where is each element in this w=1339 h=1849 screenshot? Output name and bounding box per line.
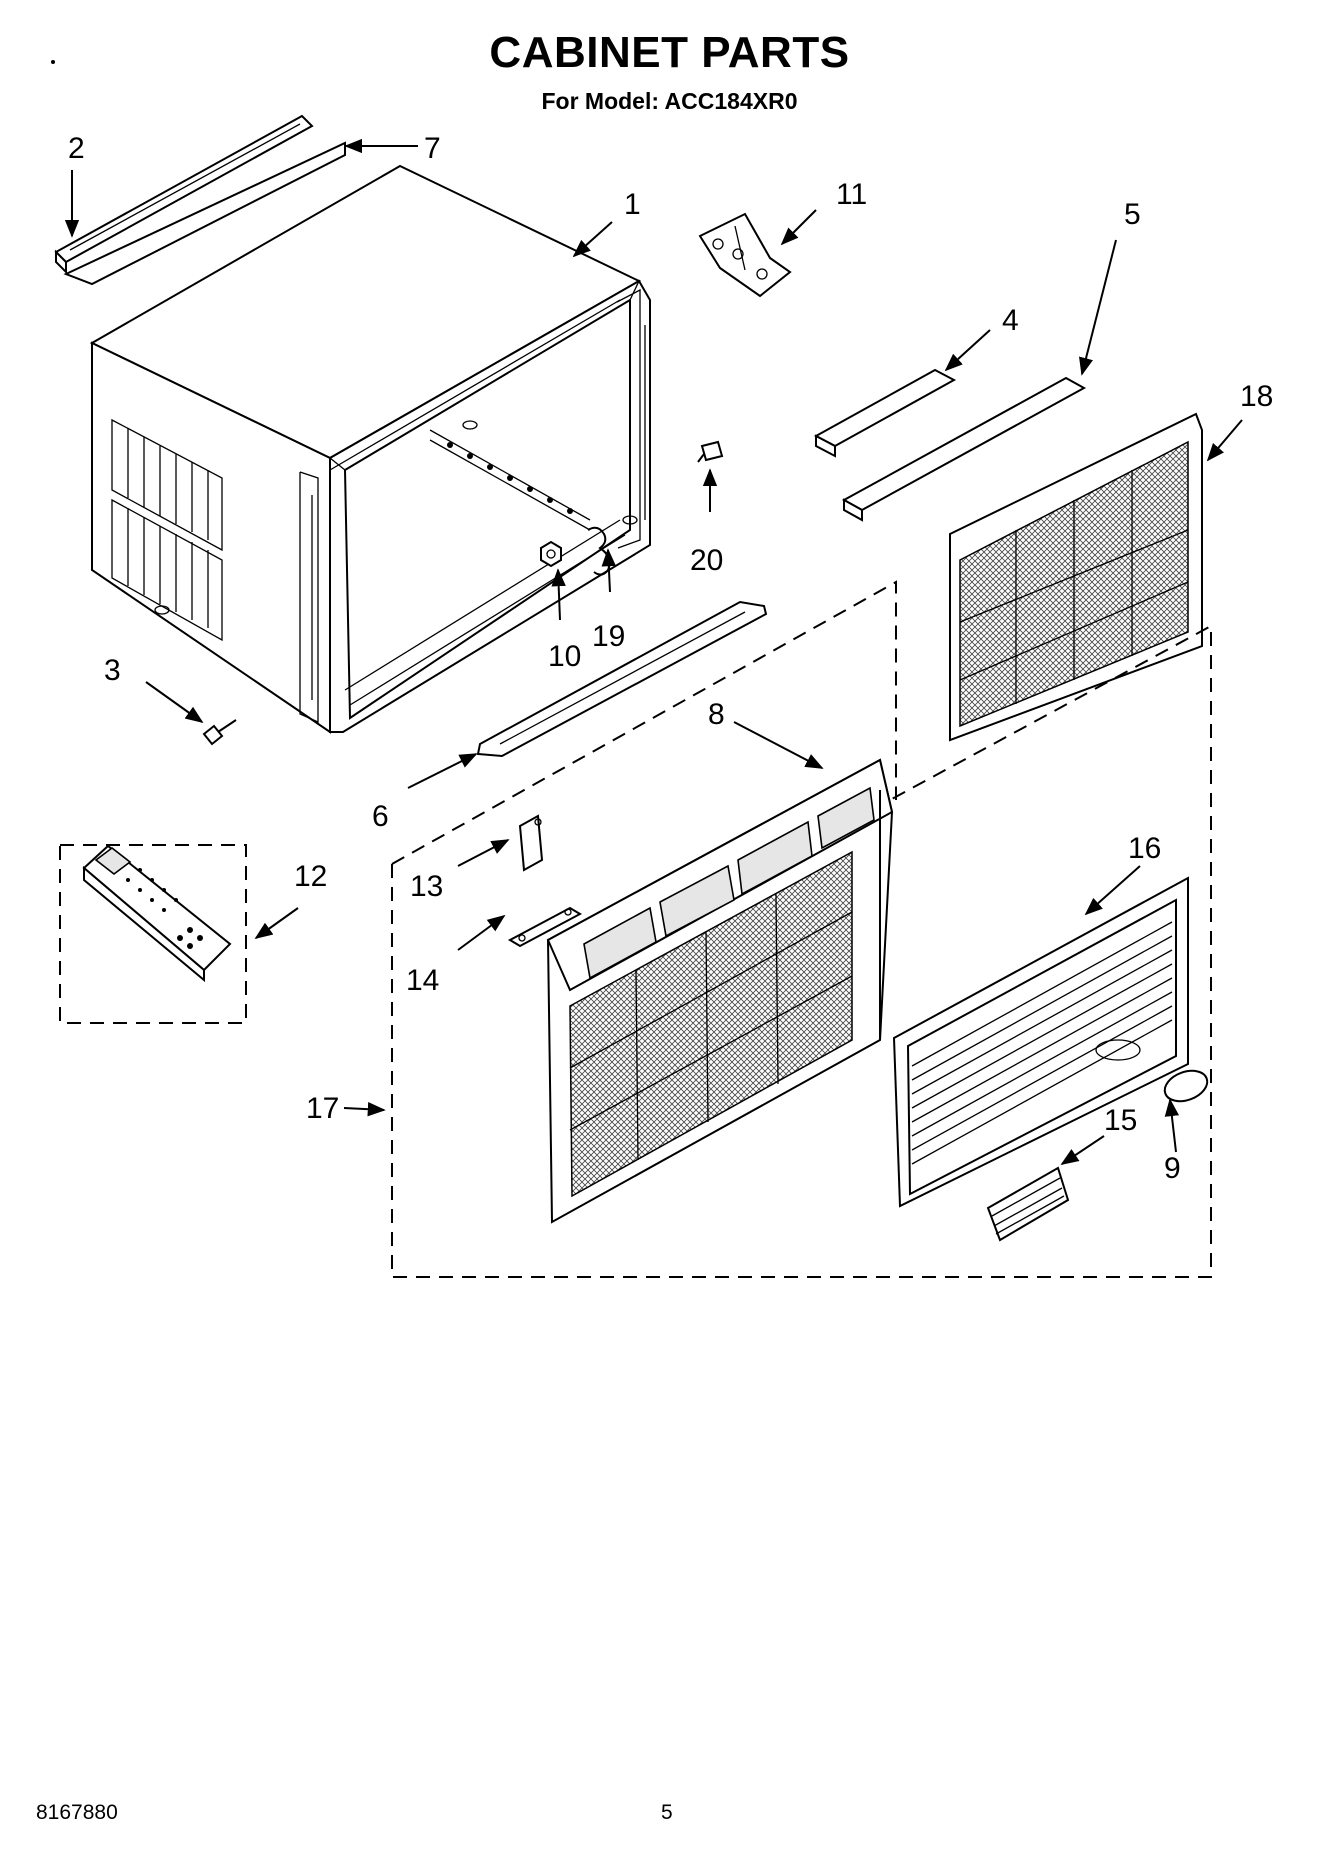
callout-10: 10 [548, 640, 581, 673]
callout-5: 5 [1124, 198, 1141, 231]
callout-15: 15 [1104, 1104, 1137, 1137]
callout-2: 2 [68, 132, 85, 165]
callout-19: 19 [592, 620, 625, 653]
clip-part-19 [587, 526, 611, 576]
top-strip-part-7 [63, 141, 346, 286]
seal-strip-part-5 [841, 376, 1087, 522]
latch-part-14 [507, 906, 583, 948]
callout-17: 17 [306, 1092, 339, 1125]
callout-11: 11 [836, 178, 867, 211]
callout-9: 9 [1164, 1152, 1181, 1185]
nut-part-10 [540, 540, 562, 568]
bracket-part-11 [698, 212, 792, 298]
filter-part-18 [949, 412, 1203, 742]
document-number: 8167880 [36, 1801, 118, 1824]
callout-12: 12 [294, 860, 327, 893]
callout-16: 16 [1128, 832, 1161, 865]
callout-3: 3 [104, 654, 121, 687]
bar-part-6 [476, 600, 768, 758]
callout-14: 14 [406, 964, 439, 997]
remote-part-12 [59, 844, 247, 1024]
cabinet-housing [89, 164, 651, 734]
callout-8: 8 [708, 698, 725, 731]
page-title: CABINET PARTS [489, 28, 850, 77]
callout-1: 1 [624, 188, 641, 221]
top-rail-part-2 [54, 114, 314, 275]
callout-7: 7 [424, 132, 441, 165]
leader-lines [64, 138, 1243, 1165]
model-subtitle: For Model: ACC184XR0 [541, 88, 798, 114]
badge-part-9 [1163, 1069, 1209, 1103]
callout-13: 13 [410, 870, 443, 903]
callout-labels: 1 2 3 4 5 6 7 8 9 10 11 12 13 14 15 16 1… [68, 132, 1273, 1185]
assembly-boundary-part-17 [391, 580, 1212, 1278]
callout-4: 4 [1002, 304, 1019, 337]
callout-20: 20 [690, 544, 723, 577]
seal-strip-part-4 [813, 368, 957, 458]
page-number: 5 [661, 1801, 673, 1824]
rail-holes [447, 442, 573, 514]
bolt-part-20 [697, 440, 724, 463]
latch-part-13 [518, 814, 544, 872]
louvre-part-15 [986, 1166, 1070, 1242]
front-grille-part-16 [892, 876, 1189, 1208]
front-panel-part-8 [546, 758, 894, 1224]
callout-18: 18 [1240, 380, 1273, 413]
callout-6: 6 [372, 800, 389, 833]
screw-part-3 [202, 719, 237, 746]
registration-dot [51, 60, 55, 64]
side-louvres [111, 418, 223, 642]
